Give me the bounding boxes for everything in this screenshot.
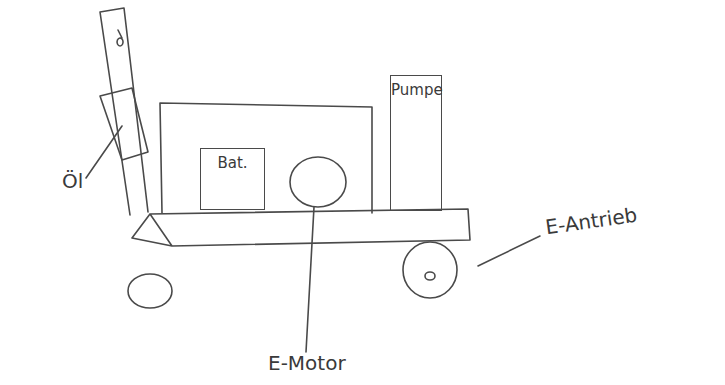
part-label: E-Antrieb (544, 204, 639, 239)
leader-line (86, 126, 122, 178)
oil-tank (100, 88, 148, 160)
leader-line (478, 236, 540, 266)
part-label: E-Motor (268, 352, 346, 374)
wheel-hub (425, 272, 435, 280)
handle-post (100, 8, 148, 215)
motor-circle (290, 157, 346, 207)
cart-body (160, 103, 372, 213)
front-wheel (128, 274, 172, 308)
handle-mark (117, 30, 123, 46)
sketch-box: Bat. (200, 148, 265, 210)
sketch-box: Pumpe (390, 75, 442, 211)
leader-line (306, 207, 314, 352)
rear-wheel (403, 242, 457, 298)
box-label: Bat. (201, 149, 264, 172)
cart-platform (132, 209, 470, 246)
part-label: Öl (62, 170, 83, 192)
box-label: Pumpe (391, 76, 441, 99)
